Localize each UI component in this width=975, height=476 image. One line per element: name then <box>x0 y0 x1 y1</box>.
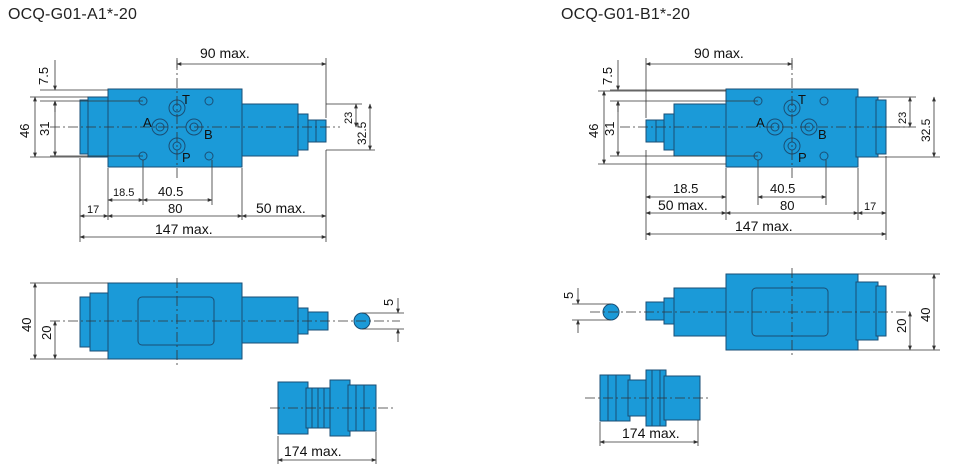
right-dim-174: 174 max. <box>622 425 680 441</box>
right-port-a: A <box>756 115 765 130</box>
left-connector-dimension <box>270 407 395 464</box>
left-port-t: T <box>182 92 190 107</box>
left-dim-46: 46 <box>17 124 32 138</box>
left-dim-18-5: 18.5 <box>113 187 134 199</box>
right-top-dimension-lines <box>598 58 940 240</box>
left-port-a: A <box>143 115 152 130</box>
left-dim-5: 5 <box>381 299 396 306</box>
left-dim-90: 90 max. <box>200 45 250 61</box>
right-connector-dimension <box>585 397 710 446</box>
right-dim-50: 50 max. <box>658 197 708 213</box>
right-dim-46: 46 <box>586 124 601 138</box>
right-dim-23: 23 <box>897 112 909 124</box>
right-dim-5: 5 <box>561 292 576 299</box>
left-dim-23: 23 <box>343 112 355 124</box>
left-dim-40-5: 40.5 <box>158 184 183 199</box>
right-dim-40-5: 40.5 <box>770 181 795 196</box>
left-dim-147: 147 max. <box>155 221 213 237</box>
right-dim-31: 31 <box>602 122 617 136</box>
left-model-title: OCQ-G01-A1*-20 <box>8 6 138 23</box>
left-dim-7-5: 7.5 <box>36 67 51 85</box>
left-dim-80: 80 <box>168 201 182 216</box>
left-dim-20: 20 <box>39 326 54 340</box>
right-port-p: P <box>798 150 807 165</box>
right-dim-80: 80 <box>780 198 794 213</box>
right-dim-40: 40 <box>918 308 933 322</box>
right-model-title: OCQ-G01-B1*-20 <box>561 6 691 23</box>
left-top-centerlines <box>50 60 340 178</box>
left-dim-31: 31 <box>37 122 52 136</box>
left-side-dimension-lines <box>30 278 404 368</box>
left-port-b: B <box>204 127 213 142</box>
left-dim-40: 40 <box>19 318 34 332</box>
right-dim-20: 20 <box>894 319 909 333</box>
right-side-dimension-lines <box>572 268 940 358</box>
left-dim-50: 50 max. <box>256 200 306 216</box>
right-dim-90: 90 max. <box>694 45 744 61</box>
right-dim-17: 17 <box>864 201 876 213</box>
left-top-dimension-lines <box>30 58 375 242</box>
right-port-b: B <box>818 127 827 142</box>
right-port-t: T <box>798 92 806 107</box>
right-dim-18-5: 18.5 <box>673 181 698 196</box>
left-port-p: P <box>182 150 191 165</box>
left-dim-17: 17 <box>87 204 99 216</box>
right-dim-7-5: 7.5 <box>600 67 615 85</box>
right-top-centerlines <box>620 60 910 178</box>
right-dim-32-5: 32.5 <box>919 118 933 142</box>
right-dim-147: 147 max. <box>735 218 793 234</box>
left-dim-32-5: 32.5 <box>355 121 369 145</box>
left-dim-174: 174 max. <box>284 443 342 459</box>
